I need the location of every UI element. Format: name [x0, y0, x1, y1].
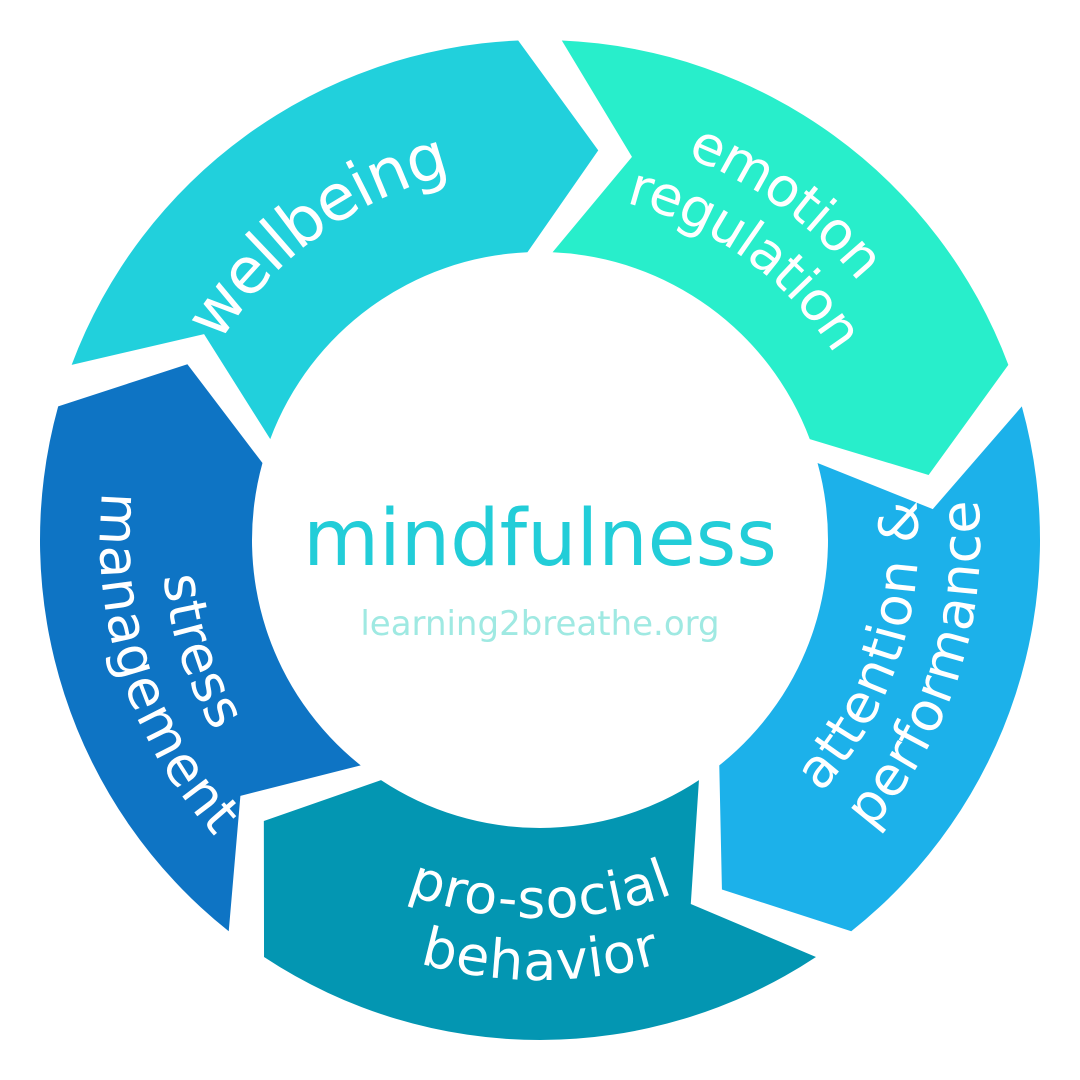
- segment-attention-performance: [719, 406, 1041, 932]
- cycle-segments: [39, 40, 1041, 1040]
- segment-wellbeing: [71, 40, 599, 440]
- center-website-link[interactable]: learning2breathe.org: [360, 604, 719, 644]
- segment-pro-social-behavior: [263, 780, 816, 1040]
- segment-stress-management: [39, 364, 361, 932]
- center-hub: mindfulness learning2breathe.org: [303, 494, 777, 644]
- segment-emotion-regulation: [552, 40, 1009, 475]
- center-title: mindfulness: [303, 494, 777, 584]
